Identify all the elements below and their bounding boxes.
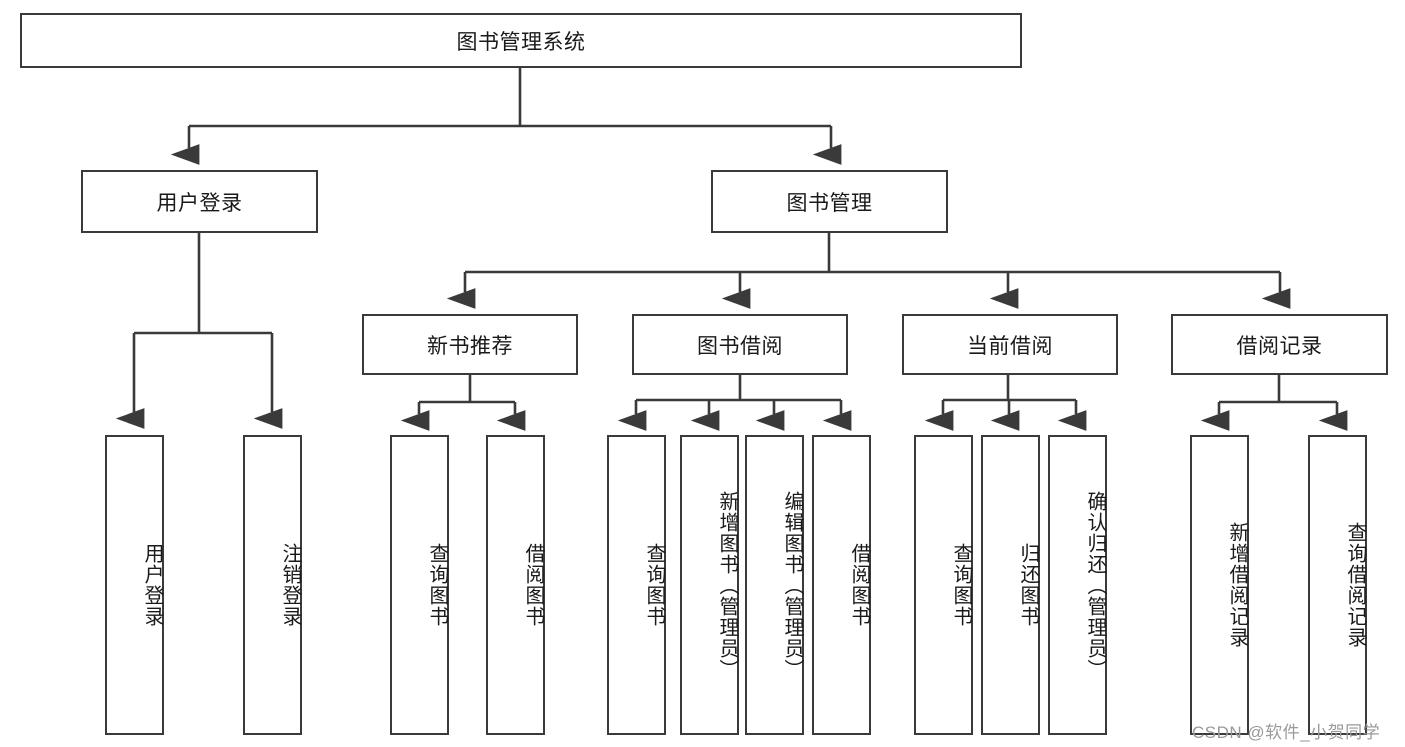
leaf-query-book-1[interactable]: 查询图书 bbox=[390, 435, 449, 735]
leaf-query-book-2[interactable]: 查询图书 bbox=[607, 435, 666, 735]
leaf-confirm-return[interactable]: 确认归还（管理员） bbox=[1048, 435, 1107, 735]
node-book-management[interactable]: 图书管理 bbox=[711, 170, 948, 233]
node-book-management-label: 图书管理 bbox=[786, 191, 873, 215]
leaf-logout-label: 注销登录 bbox=[279, 543, 301, 627]
leaf-logout[interactable]: 注销登录 bbox=[243, 435, 302, 735]
node-new-book-recommend[interactable]: 新书推荐 bbox=[362, 314, 578, 375]
leaf-edit-book-label: 编辑图书（管理员） bbox=[781, 490, 803, 680]
leaf-confirm-return-label: 确认归还（管理员） bbox=[1084, 490, 1106, 680]
leaf-query-record[interactable]: 查询借阅记录 bbox=[1308, 435, 1367, 735]
node-borrow-record-label: 借阅记录 bbox=[1236, 334, 1323, 358]
leaf-return-book[interactable]: 归还图书 bbox=[981, 435, 1040, 735]
leaf-add-book[interactable]: 新增图书（管理员） bbox=[680, 435, 739, 735]
node-borrow-record[interactable]: 借阅记录 bbox=[1171, 314, 1388, 375]
leaf-add-book-label: 新增图书（管理员） bbox=[716, 490, 738, 680]
leaf-borrow-book-2-label: 借阅图书 bbox=[848, 543, 870, 627]
leaf-query-book-2-label: 查询图书 bbox=[643, 543, 665, 627]
leaf-add-record[interactable]: 新增借阅记录 bbox=[1190, 435, 1249, 735]
leaf-add-record-label: 新增借阅记录 bbox=[1226, 522, 1248, 648]
leaf-query-book-3[interactable]: 查询图书 bbox=[914, 435, 973, 735]
leaf-user-login-label: 用户登录 bbox=[141, 543, 163, 627]
leaf-borrow-book-1[interactable]: 借阅图书 bbox=[486, 435, 545, 735]
node-current-borrow[interactable]: 当前借阅 bbox=[902, 314, 1118, 375]
node-root[interactable]: 图书管理系统 bbox=[20, 13, 1022, 68]
node-root-label: 图书管理系统 bbox=[456, 30, 586, 54]
leaf-return-book-label: 归还图书 bbox=[1017, 543, 1039, 627]
node-current-borrow-label: 当前借阅 bbox=[967, 334, 1053, 358]
node-book-borrow[interactable]: 图书借阅 bbox=[632, 314, 848, 375]
leaf-borrow-book-2[interactable]: 借阅图书 bbox=[812, 435, 871, 735]
leaf-user-login[interactable]: 用户登录 bbox=[105, 435, 164, 735]
csdn-watermark: CSDN @软件_小贺同学 bbox=[1192, 723, 1381, 742]
node-user-login[interactable]: 用户登录 bbox=[81, 170, 318, 233]
leaf-edit-book[interactable]: 编辑图书（管理员） bbox=[745, 435, 804, 735]
leaf-query-book-1-label: 查询图书 bbox=[426, 543, 448, 627]
node-new-book-recommend-label: 新书推荐 bbox=[427, 334, 513, 358]
leaf-borrow-book-1-label: 借阅图书 bbox=[522, 543, 544, 627]
leaf-query-record-label: 查询借阅记录 bbox=[1344, 522, 1366, 648]
node-user-login-label: 用户登录 bbox=[156, 191, 243, 215]
leaf-query-book-3-label: 查询图书 bbox=[950, 543, 972, 627]
node-book-borrow-label: 图书借阅 bbox=[697, 334, 783, 358]
